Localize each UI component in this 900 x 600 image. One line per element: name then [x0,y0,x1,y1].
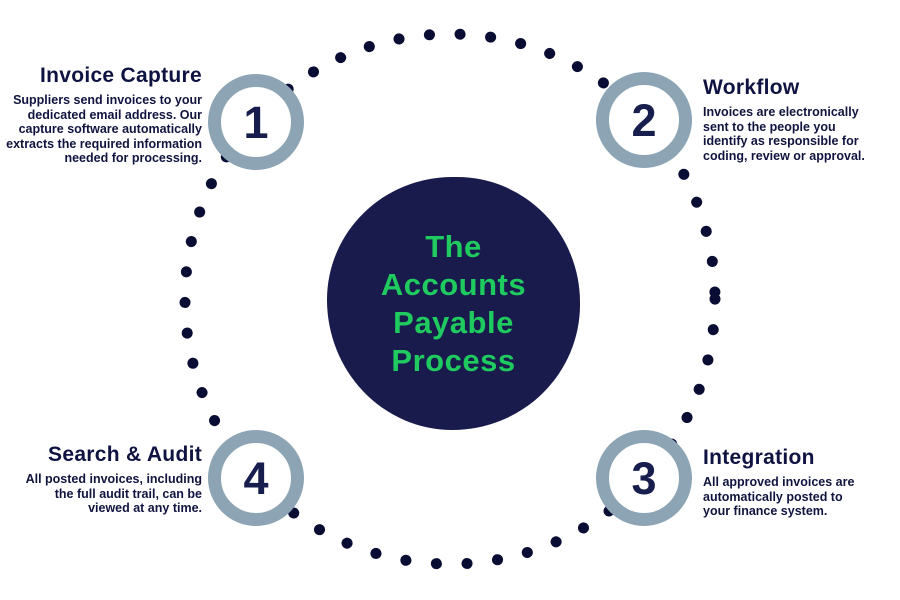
step-text-integration: Integration All approved invoices are au… [703,446,893,519]
step-body-invoice-capture: Suppliers send invoices to your dedicate… [6,93,202,165]
step-number-3: 3 [631,452,657,504]
step-heading-workflow: Workflow [703,76,800,99]
center-circle: The Accounts Payable Process [327,177,580,430]
step-circle-3: 3 [596,430,692,526]
step-heading-integration: Integration [703,446,815,469]
step-number-2: 2 [631,94,657,146]
step-circle-4: 4 [208,430,304,526]
step-body-workflow: Invoices are electronically sent to the … [703,105,865,163]
step-number-1: 1 [243,96,269,148]
step-text-workflow: Workflow Invoices are electronically sen… [703,76,893,163]
diagram-title: The Accounts Payable Process [380,228,527,378]
step-number-4: 4 [243,452,269,504]
step-text-invoice-capture: Invoice Capture Suppliers send invoices … [2,64,202,166]
step-heading-search-audit: Search & Audit [48,443,202,466]
step-body-integration: All approved invoices are automatically … [703,475,855,518]
step-heading-invoice-capture: Invoice Capture [39,64,202,87]
step-circle-1: 1 [208,74,304,170]
step-circle-2: 2 [596,72,692,168]
step-body-search-audit: All posted invoices, including the full … [25,472,202,515]
step-text-search-audit: Search & Audit All posted invoices, incl… [2,443,202,516]
